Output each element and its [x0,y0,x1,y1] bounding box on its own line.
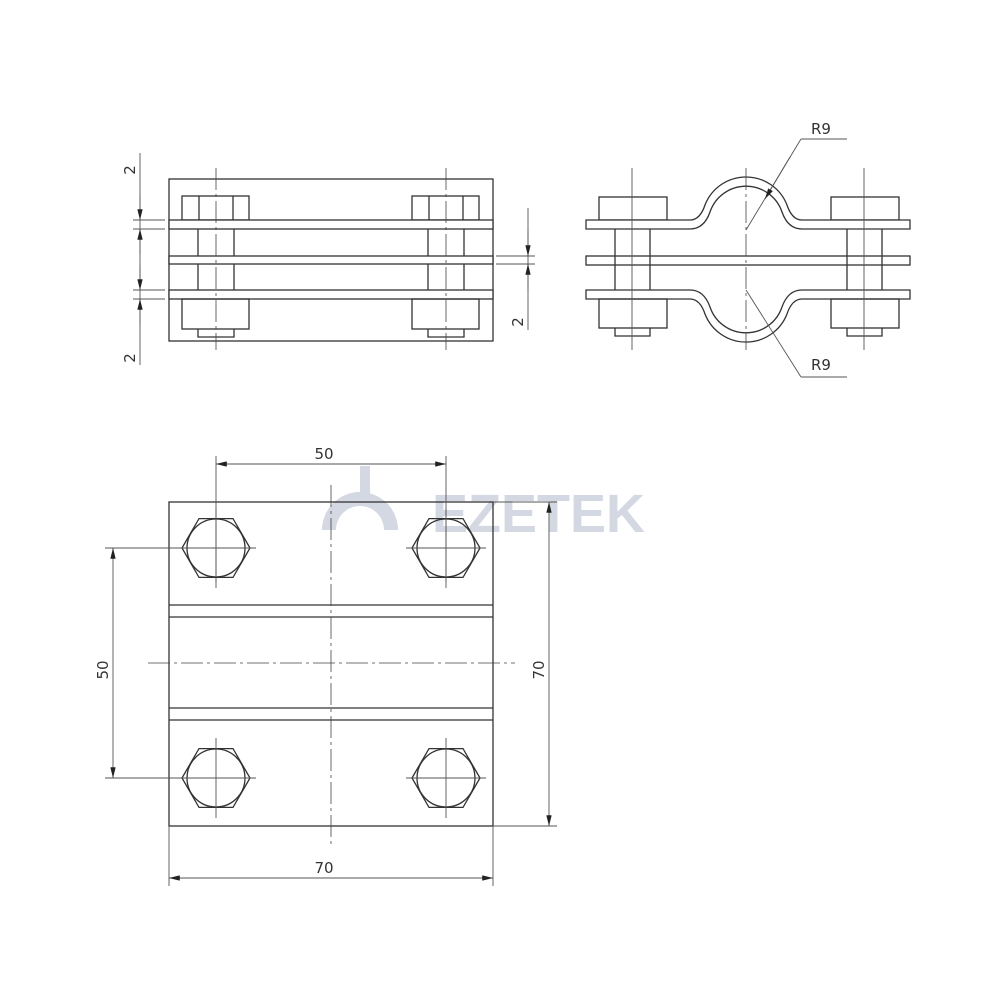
bolt-head-hex [406,738,486,818]
watermark-logo: EZETEK [322,466,645,544]
radius-bottom-label: R9 [811,356,831,374]
dim-width-label: 70 [314,859,333,877]
dim-bottom-label: 2 [121,353,139,363]
side-view: R9 R9 [585,120,911,378]
dim-top-label: 2 [121,165,139,175]
watermark-text: EZETEK [432,484,645,544]
plan-view: 50 50 70 70 [94,445,557,886]
dim-bolt-spacing-h-label: 50 [314,445,333,463]
radius-top-label: R9 [811,120,831,138]
dim-right-label: 2 [509,317,527,327]
dim-bolt-spacing-v-label: 50 [94,660,112,679]
front-view: 2 2 2 [121,153,535,365]
dim-height-label: 70 [530,660,548,679]
